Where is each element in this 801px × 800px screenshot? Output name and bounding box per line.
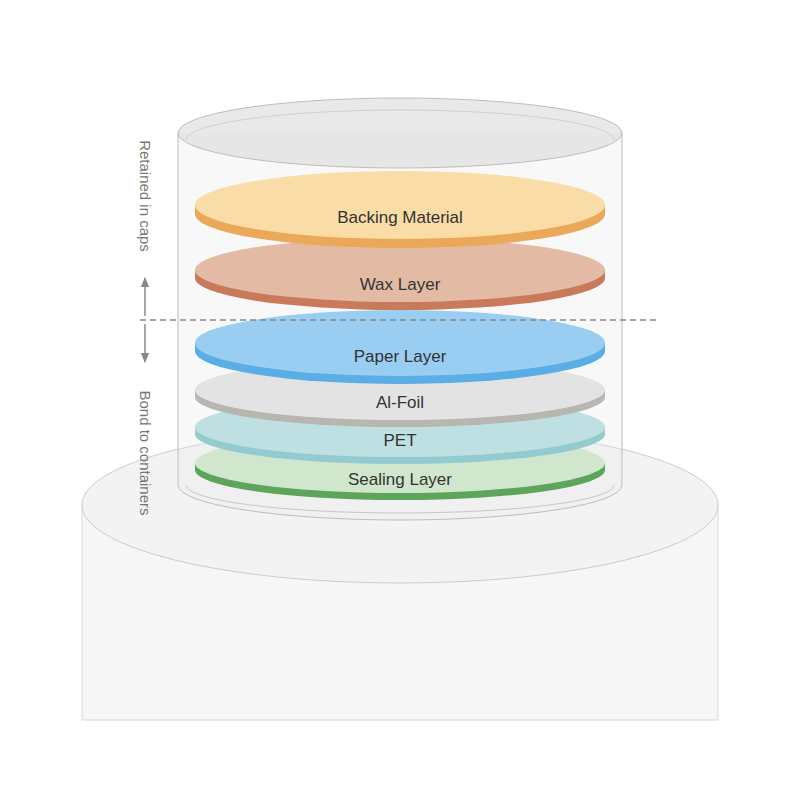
down-arrow bbox=[144, 324, 146, 358]
up-arrow bbox=[144, 282, 146, 316]
layer-disc bbox=[195, 171, 605, 248]
layer-label: Wax Layer bbox=[356, 275, 445, 295]
divider-line bbox=[140, 319, 656, 321]
layer: Sealing Layer bbox=[344, 470, 456, 490]
layer: Al-Foil bbox=[372, 393, 428, 413]
side-label: Bond to containers bbox=[137, 390, 154, 515]
layer-disc bbox=[195, 310, 605, 384]
cap-wall bbox=[178, 133, 622, 520]
layer: Wax Layer bbox=[356, 275, 445, 295]
cap-top bbox=[178, 98, 622, 168]
layer-disc bbox=[195, 238, 605, 310]
layer-label: Backing Material bbox=[333, 208, 467, 228]
cap-bottom-inner bbox=[186, 485, 614, 513]
layer-label: Paper Layer bbox=[350, 347, 451, 367]
layer: Paper Layer bbox=[350, 347, 451, 367]
layer-label: PET bbox=[379, 431, 420, 451]
layer-label: Sealing Layer bbox=[344, 470, 456, 490]
layer-label: Al-Foil bbox=[372, 393, 428, 413]
layer: Backing Material bbox=[333, 208, 467, 228]
disc-face bbox=[195, 171, 605, 239]
side-label: Retained in caps bbox=[137, 140, 154, 252]
cap-top-inner bbox=[186, 110, 614, 140]
layer: PET bbox=[379, 431, 420, 451]
